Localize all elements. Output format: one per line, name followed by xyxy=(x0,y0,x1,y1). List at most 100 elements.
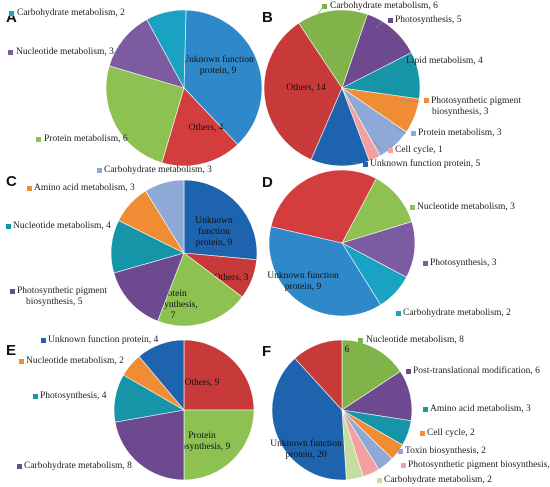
pie-slice xyxy=(268,226,382,317)
slice-label-continued: biosynthesis, 5 xyxy=(26,297,83,307)
slice-label: Photosynthesis, 3 xyxy=(430,258,497,268)
legend-swatch xyxy=(401,463,406,468)
leader-line xyxy=(399,99,421,103)
slice-label: Lipid metabolism, 4 xyxy=(406,56,483,66)
legend-swatch xyxy=(17,464,22,469)
leader-line xyxy=(317,7,323,15)
slice-label: Amino acid metabolism, 3 xyxy=(34,183,135,193)
slice-label: Nucleotide metabolism, 3 xyxy=(417,202,515,212)
slice-label: Cell cycle, 1 xyxy=(395,145,443,155)
legend-swatch xyxy=(358,338,363,343)
pie-panel-d: D Nucleotide metabolism, 3 Photosynthesis,… xyxy=(262,169,515,318)
slice-label: Photosynthesis, 4 xyxy=(40,391,107,401)
pie-slice xyxy=(270,169,377,244)
pie-slice xyxy=(183,339,255,411)
slice-label: Photosynthetic pigment biosynthesis, 2 xyxy=(408,460,550,470)
slice-label: Nucleotide metabolism, 4 xyxy=(13,221,111,231)
slice-label: Photosynthetic pigment xyxy=(17,286,107,296)
legend-swatch xyxy=(410,205,415,210)
panel-label: C xyxy=(6,173,17,190)
legend-swatch xyxy=(363,162,368,167)
pie-slice xyxy=(294,339,343,411)
legend-swatch xyxy=(399,59,404,64)
slice-label: Protein metabolism, 3 xyxy=(418,128,502,138)
pie-slice xyxy=(263,22,343,160)
panel-label: F xyxy=(262,343,271,360)
leader-line xyxy=(385,61,397,67)
slice-label: Toxin biosynthesis, 2 xyxy=(405,446,486,456)
pie-slice xyxy=(341,13,412,89)
legend-swatch xyxy=(19,359,24,364)
slice-label-continued: biosynthesis, 3 xyxy=(432,107,489,117)
legend-swatch xyxy=(97,168,102,173)
leader-line xyxy=(393,125,407,135)
legend-swatch xyxy=(423,261,428,266)
pie-slice xyxy=(271,357,347,481)
legend-swatch xyxy=(420,431,425,436)
pie-slice xyxy=(341,339,401,411)
slice-label: Others, 4 xyxy=(189,123,224,133)
legend-swatch xyxy=(424,98,429,103)
pie-panel-b: B Photosynthesis, 5 Lipid metabolism, 4 Pho… xyxy=(262,1,521,169)
pie-slice xyxy=(298,9,368,89)
slice-label: Unknown function protein, 5 xyxy=(370,158,481,169)
slice-label: Nucleotide metabolism, 2 xyxy=(26,356,124,366)
legend-swatch xyxy=(322,4,327,9)
legend-swatch xyxy=(411,131,416,136)
legend-swatch xyxy=(10,289,15,294)
panel-label: B xyxy=(262,9,273,26)
panel-label: D xyxy=(262,174,273,191)
legend-swatch xyxy=(9,11,14,16)
slice-label: Nucleotide metabolism, 3 xyxy=(16,47,114,57)
pie-slice xyxy=(113,252,185,322)
slice-label: Photosynthesis, 5 xyxy=(395,15,462,25)
legend-swatch xyxy=(396,311,401,316)
legend-swatch xyxy=(8,50,13,55)
pie-slice xyxy=(105,65,185,164)
pie-slice xyxy=(145,179,185,255)
legend-swatch xyxy=(33,394,38,399)
panel-label: E xyxy=(6,342,16,359)
slice-label: Carbohydrate metabolism, 2 xyxy=(17,8,125,18)
leader-line xyxy=(375,21,383,29)
pie-slice xyxy=(341,221,416,278)
panel-label: A xyxy=(6,9,17,26)
slice-label: Carbohydrate metabolism, 2 xyxy=(403,308,511,318)
leader-line xyxy=(351,161,359,165)
slice-label: Protein metabolism, 6 xyxy=(44,134,128,144)
slice-label: Carbohydrate metabolism, 2 xyxy=(384,475,492,485)
pie-slice xyxy=(146,9,187,90)
pie-slice xyxy=(310,87,370,167)
legend-swatch xyxy=(398,449,403,454)
legend-swatch xyxy=(423,407,428,412)
pie-slice xyxy=(157,252,243,327)
slice-label: Nucleotide metabolism, 8 xyxy=(366,335,464,345)
slice-label: Carbohydrate metabolism, 3 xyxy=(104,165,212,175)
pie-slice xyxy=(183,9,263,146)
legend-swatch xyxy=(388,18,393,23)
legend-swatch xyxy=(406,369,411,374)
legend-swatch xyxy=(41,338,46,343)
slice-label: Unknown function protein, 4 xyxy=(48,334,159,345)
slice-label: Photosynthetic pigment xyxy=(431,96,521,106)
pie-slice xyxy=(183,409,255,481)
legend-swatch xyxy=(36,137,41,142)
legend-swatch xyxy=(27,186,32,191)
pie-slice xyxy=(108,19,185,89)
legend-swatch xyxy=(388,148,393,153)
legend-swatch xyxy=(6,224,11,229)
leader-line xyxy=(373,141,383,151)
pie-slice xyxy=(114,409,185,481)
slice-label: Carbohydrate metabolism, 8 xyxy=(24,461,132,471)
slice-label: Others, 14 xyxy=(286,83,326,93)
slice-label: Others, 9 xyxy=(185,378,220,388)
